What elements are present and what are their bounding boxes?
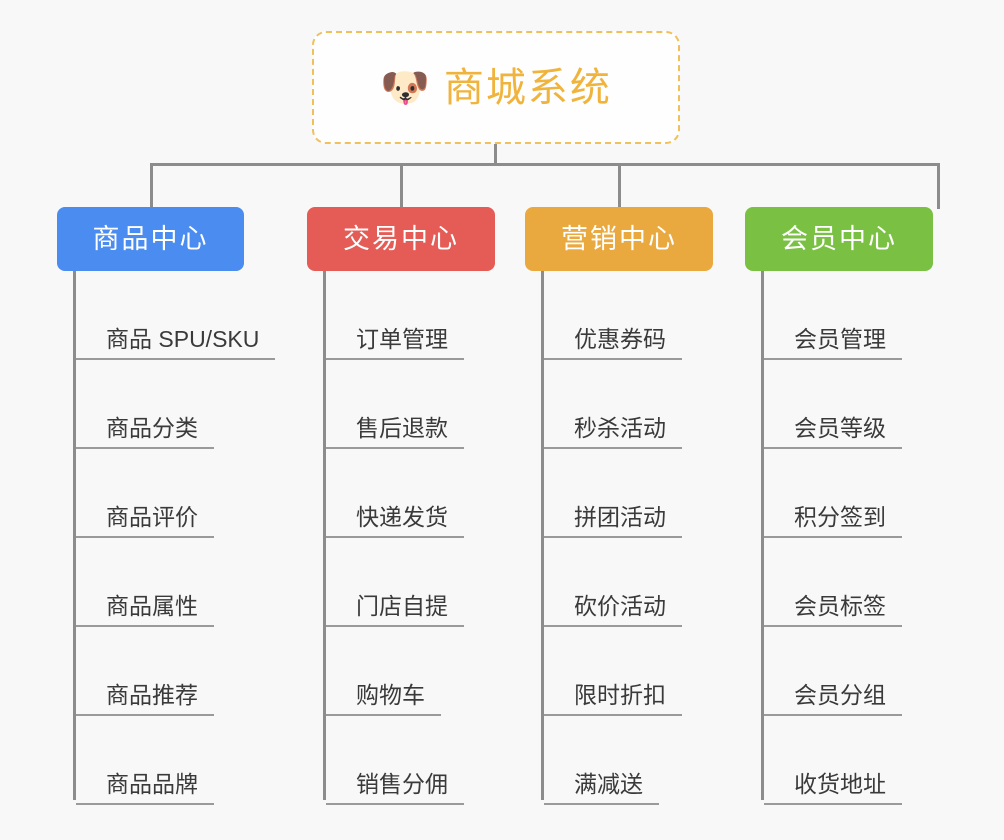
list-item-label: 购物车 — [356, 681, 425, 708]
leaf-underline-wrap: 门店自提 — [326, 592, 464, 627]
leaf-underline-wrap: 会员标签 — [764, 592, 902, 627]
list-item-label: 快递发货 — [356, 503, 448, 530]
category-label: 营销中心 — [561, 223, 677, 254]
list-item-label: 会员管理 — [794, 325, 886, 352]
leaf-underline-wrap: 商品评价 — [76, 503, 214, 538]
list-item-label: 商品评价 — [106, 503, 198, 530]
leaf-underline-wrap: 商品属性 — [76, 592, 214, 627]
list-item[interactable]: 限时折扣 — [544, 627, 682, 716]
list-item[interactable]: 会员等级 — [764, 360, 902, 449]
list-item-label: 积分签到 — [794, 503, 886, 530]
leaf-underline-wrap: 商品分类 — [76, 414, 214, 449]
list-item[interactable]: 售后退款 — [326, 360, 464, 449]
leaf-underline-wrap: 商品推荐 — [76, 681, 214, 716]
list-item[interactable]: 满减送 — [544, 716, 659, 805]
list-item[interactable]: 会员管理 — [764, 271, 902, 360]
branch-spine — [761, 271, 764, 800]
list-item-label: 销售分佣 — [356, 770, 448, 797]
list-item-label: 商品品牌 — [106, 770, 198, 797]
list-item-label: 门店自提 — [356, 592, 448, 619]
category-label: 会员中心 — [781, 223, 897, 254]
leaf-underline-wrap: 购物车 — [326, 681, 441, 716]
list-item[interactable]: 订单管理 — [326, 271, 464, 360]
connector-drop-1 — [150, 163, 153, 209]
list-item[interactable]: 快递发货 — [326, 449, 464, 538]
leaf-underline-wrap: 积分签到 — [764, 503, 902, 538]
list-item[interactable]: 商品推荐 — [76, 627, 214, 716]
category-box-marketing-center[interactable]: 营销中心 — [525, 207, 713, 271]
leaf-underline-wrap: 订单管理 — [326, 325, 464, 360]
list-item-label: 收货地址 — [794, 770, 886, 797]
leaf-underline-wrap: 秒杀活动 — [544, 414, 682, 449]
list-item[interactable]: 商品属性 — [76, 538, 214, 627]
category-label: 交易中心 — [343, 223, 459, 254]
list-item[interactable]: 会员分组 — [764, 627, 902, 716]
list-item-label: 限时折扣 — [574, 681, 666, 708]
list-item-label: 会员分组 — [794, 681, 886, 708]
branch-spine — [323, 271, 326, 800]
list-item-label: 优惠券码 — [574, 325, 666, 352]
list-item-label: 订单管理 — [356, 325, 448, 352]
list-item-label: 售后退款 — [356, 414, 448, 441]
list-item[interactable]: 砍价活动 — [544, 538, 682, 627]
connector-drop-3 — [618, 163, 621, 209]
branch-spine — [541, 271, 544, 800]
connector-drop-2 — [400, 163, 403, 209]
list-item-label: 秒杀活动 — [574, 414, 666, 441]
list-item-label: 砍价活动 — [574, 592, 666, 619]
list-item-label: 商品分类 — [106, 414, 198, 441]
list-item-label: 拼团活动 — [574, 503, 666, 530]
list-item[interactable]: 购物车 — [326, 627, 441, 716]
branch-spine — [73, 271, 76, 800]
leaf-underline-wrap: 砍价活动 — [544, 592, 682, 627]
leaf-underline-wrap: 快递发货 — [326, 503, 464, 538]
list-item[interactable]: 积分签到 — [764, 449, 902, 538]
category-box-member-center[interactable]: 会员中心 — [745, 207, 933, 271]
list-item[interactable]: 商品品牌 — [76, 716, 214, 805]
connector-drop-4 — [937, 163, 940, 209]
leaf-underline-wrap: 售后退款 — [326, 414, 464, 449]
list-item[interactable]: 优惠券码 — [544, 271, 682, 360]
list-item[interactable]: 销售分佣 — [326, 716, 464, 805]
leaf-underline-wrap: 商品 SPU/SKU — [76, 325, 276, 360]
category-box-product-center[interactable]: 商品中心 — [57, 207, 244, 271]
category-box-trade-center[interactable]: 交易中心 — [307, 207, 495, 271]
list-item[interactable]: 收货地址 — [764, 716, 902, 805]
connector-horizontal-bus — [150, 163, 940, 166]
list-item-label: 商品属性 — [106, 592, 198, 619]
leaf-underline-wrap: 会员等级 — [764, 414, 902, 449]
leaf-underline-wrap: 商品品牌 — [76, 770, 214, 805]
root-node[interactable]: 🐶 商城系统 — [312, 31, 680, 144]
list-item-label: 满减送 — [574, 770, 643, 797]
list-item[interactable]: 商品评价 — [76, 449, 214, 538]
page-title: 商城系统 — [443, 65, 612, 110]
list-item-label: 会员标签 — [794, 592, 886, 619]
leaf-underline-wrap: 满减送 — [544, 770, 659, 805]
leaf-underline-wrap: 收货地址 — [764, 770, 902, 805]
shiba-dog-face-icon: 🐶 — [380, 65, 430, 110]
leaf-underline-wrap: 拼团活动 — [544, 503, 682, 538]
list-item[interactable]: 秒杀活动 — [544, 360, 682, 449]
list-item-label: 商品推荐 — [106, 681, 198, 708]
list-item-label: 会员等级 — [794, 414, 886, 441]
list-item-label: 商品 SPU/SKU — [106, 325, 260, 352]
list-item[interactable]: 拼团活动 — [544, 449, 682, 538]
list-item[interactable]: 门店自提 — [326, 538, 464, 627]
list-item[interactable]: 商品 SPU/SKU — [76, 271, 276, 360]
leaf-underline-wrap: 优惠券码 — [544, 325, 682, 360]
leaf-underline-wrap: 销售分佣 — [326, 770, 464, 805]
leaf-underline-wrap: 会员管理 — [764, 325, 902, 360]
category-label: 商品中心 — [92, 223, 209, 254]
connector-root-stem — [494, 144, 497, 166]
leaf-underline-wrap: 会员分组 — [764, 681, 902, 716]
leaf-underline-wrap: 限时折扣 — [544, 681, 682, 716]
list-item[interactable]: 商品分类 — [76, 360, 214, 449]
list-item[interactable]: 会员标签 — [764, 538, 902, 627]
